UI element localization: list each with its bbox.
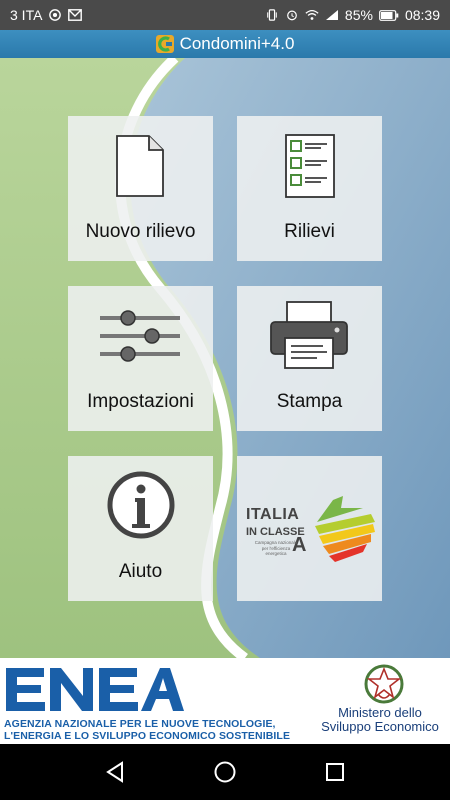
recents-square-icon [326,763,344,781]
enea-logo [6,668,184,711]
republic-emblem-icon [364,664,404,704]
settings-label: Impostazioni [87,391,194,412]
surveys-label: Rilievi [284,221,335,242]
back-triangle-icon [106,761,123,783]
new-document-icon [116,135,164,197]
settings-button[interactable]: Impostazioni [68,286,213,431]
signal-icon [325,10,338,20]
chrome-icon [49,9,62,21]
home-circle-icon [214,761,236,783]
italia-tagline: Campagna nazionale per l'efficienza ener… [251,540,301,557]
footer-logos: AGENZIA NAZIONALE PER LE NUOVE TECNOLOGI… [0,658,450,744]
recents-button[interactable] [315,752,355,792]
status-bar: 3 ITA 85% 08:39 [0,0,450,30]
print-button[interactable]: Stampa [237,286,382,431]
italia-tagline-1: Campagna nazionale [254,540,298,545]
mise-line2: Sviluppo Economico [321,719,439,734]
alarm-icon [287,10,297,21]
help-button[interactable]: Aiuto [68,456,213,601]
italia-in-classe-a-logo [315,496,375,562]
new-survey-label: Nuovo rilievo [85,221,196,242]
navigation-bar [0,744,450,800]
enea-subtitle-1: AGENZIA NAZIONALE PER LE NUOVE TECNOLOGI… [4,718,276,730]
italia-tagline-3: energetica [265,551,287,556]
app-title: Condomini+4.0 [179,34,295,53]
main-menu: Nuovo rilievo Rilievi Impostazioni [0,58,450,658]
printer-icon [270,301,348,369]
sliders-icon [100,310,180,362]
battery-icon [379,9,399,21]
italia-line2: IN CLASSE [246,526,305,538]
carrier-label: 3 ITA [10,7,43,23]
back-button[interactable] [95,752,135,792]
app-logo-icon [155,35,174,53]
vibrate-icon [267,9,277,21]
italia-letter: A [292,534,307,556]
battery-level: 85% [344,7,373,23]
mise-logo-text: Ministero dello Sviluppo Economico [320,706,440,734]
mise-line1: Ministero dello [338,705,422,720]
clock: 08:39 [404,7,440,23]
info-icon [107,471,175,539]
app-title-bar: Condomini+4.0 [0,30,450,59]
new-survey-button[interactable]: Nuovo rilievo [68,116,213,261]
home-button[interactable] [205,752,245,792]
surveys-button[interactable]: Rilievi [237,116,382,261]
print-label: Stampa [276,391,343,412]
wifi-icon [305,9,319,20]
enea-subtitle-2: L'ENERGIA E LO SVILUPPO ECONOMICO SOSTEN… [4,730,291,742]
help-label: Aiuto [118,561,163,582]
gmail-icon [68,9,83,21]
italia-tagline-2: per l'efficienza [261,545,291,551]
italia-in-classe-a-button[interactable]: ITALIA IN CLASSE A Campagna nazionale pe… [237,456,382,601]
checklist-icon [285,134,335,198]
italia-line1: ITALIA [246,506,300,523]
